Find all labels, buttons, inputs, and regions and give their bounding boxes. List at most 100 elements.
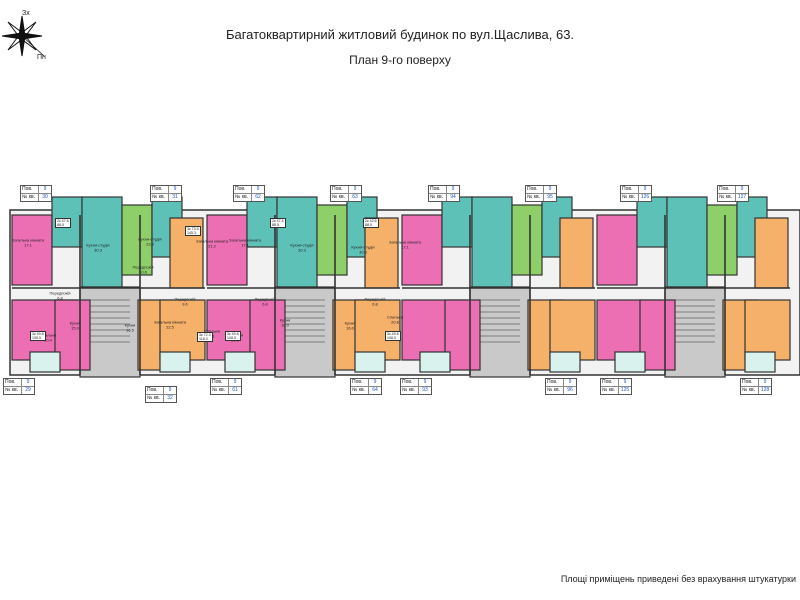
apt-value: 31 <box>172 194 178 200</box>
room-living-pink <box>206 214 248 286</box>
apt-value: 128 <box>760 387 770 393</box>
floor-value: 9 <box>740 186 744 192</box>
floor-key: Пов. <box>21 186 39 193</box>
room-living-pink <box>596 214 638 286</box>
apt-value: 63 <box>352 194 358 200</box>
floor-key: Пов. <box>146 387 164 394</box>
floor-value: 9 <box>763 379 767 385</box>
room-area: 21.2 <box>208 243 216 248</box>
room-living-orange <box>754 217 789 289</box>
floor-value: 9 <box>256 186 260 192</box>
room-area: 6.8 <box>372 301 378 306</box>
floor-value: 9 <box>623 379 627 385</box>
room-name: Кухня <box>279 317 291 323</box>
apt-key: № кв. <box>741 387 759 394</box>
room-name: Спальня <box>203 328 221 334</box>
room-name: Загальна кімната <box>229 237 261 243</box>
room-name: Кухня-студія <box>351 244 375 250</box>
room-bedroom-orange <box>159 299 206 361</box>
room-name: Загальна кімната <box>154 319 186 325</box>
apt-value: 64 <box>372 387 378 393</box>
room-name: Спальня <box>39 332 57 338</box>
room-name: Кухня-студія <box>86 242 110 248</box>
apt-value: 125 <box>620 387 630 393</box>
page-subtitle: План 9-го поверху <box>349 53 451 67</box>
room-name: Кухня <box>344 320 356 326</box>
room-kitchen-studio-teal <box>471 196 513 288</box>
apt-value: 62 <box>255 194 261 200</box>
apt-value: 127 <box>737 194 747 200</box>
apt-key: № кв. <box>151 194 169 201</box>
room-area: 17.1 <box>24 242 32 247</box>
balcony-bay-2 <box>744 351 776 373</box>
floor-key: Пов. <box>429 186 447 193</box>
room-area: 6.8 <box>262 301 268 306</box>
room-name: Загальна кімната <box>196 238 228 244</box>
apt-key: № кв. <box>526 194 544 201</box>
room-bedroom-orange <box>354 299 401 361</box>
room-name: Кухня <box>69 320 81 326</box>
room-kitchen-studio-teal <box>276 196 318 288</box>
balcony-bay-2 <box>549 351 581 373</box>
room-kitchen-studio-green <box>316 204 348 276</box>
apt-key: № кв. <box>601 387 619 394</box>
room-area: 17.1 <box>241 242 249 247</box>
floor-value: 9 <box>548 186 552 192</box>
apt-key: № кв. <box>429 194 447 201</box>
room-kitchen-studio-green <box>511 204 543 276</box>
apt-key: № кв. <box>546 387 564 394</box>
apt-value: 95 <box>547 194 553 200</box>
room-area: 9.6 <box>182 301 188 306</box>
room-area: 16.0 <box>281 322 289 327</box>
floor-value: 9 <box>423 379 427 385</box>
room-area: 17.1 <box>401 244 409 249</box>
apt-value: 126 <box>640 194 650 200</box>
room-name: Передпокій <box>132 264 154 270</box>
apt-key: № кв. <box>146 395 164 402</box>
floor-key: Пов. <box>741 379 759 386</box>
floor-key: Пов. <box>401 379 419 386</box>
room-living-orange <box>559 217 594 289</box>
room-area: 16.5 <box>126 327 134 332</box>
room-area: 15.0 <box>71 325 79 330</box>
room-kitchen-pink <box>54 299 91 371</box>
apt-value: 61 <box>232 387 238 393</box>
apartment-tag: Пов. 9 № кв.128 <box>740 378 772 395</box>
apt-key: № кв. <box>4 387 22 394</box>
room-kitchen-studio-teal <box>666 196 708 288</box>
room-bedroom-orange <box>549 299 596 361</box>
room-name: Передпокій <box>174 296 196 302</box>
room-name: Передпокій <box>254 296 276 302</box>
room-area: 16.0 <box>346 325 354 330</box>
floor-value: 9 <box>168 387 172 393</box>
floor-value: 9 <box>26 379 30 385</box>
floor-value: 9 <box>43 186 47 192</box>
floor-key: Пов. <box>211 379 229 386</box>
